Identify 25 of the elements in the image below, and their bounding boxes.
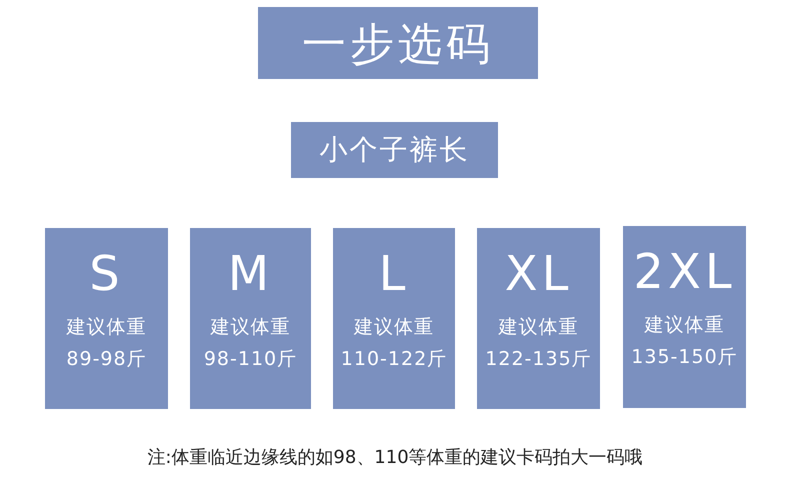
weight-range: 89-98斤 bbox=[65, 347, 148, 372]
size-letter: L bbox=[378, 246, 410, 302]
footnote: 注:体重临近边缘线的如98、110等体重的建议卡码拍大一码哦 bbox=[146, 446, 644, 469]
weight-label: 建议体重 bbox=[65, 315, 148, 340]
weight-label: 建议体重 bbox=[352, 315, 435, 340]
size-letter: S bbox=[88, 246, 125, 302]
subtitle-box bbox=[291, 122, 498, 178]
title-text: 小个子裤长 bbox=[318, 132, 470, 168]
title-box bbox=[258, 7, 538, 79]
size-card bbox=[190, 228, 311, 409]
weight-range: 122-135斤 bbox=[484, 347, 593, 372]
size-card bbox=[333, 228, 455, 409]
size-letter: 2XL bbox=[632, 244, 737, 300]
weight-range: 135-150斤 bbox=[630, 345, 739, 370]
size-letter: XL bbox=[504, 246, 574, 302]
weight-range: 98-110斤 bbox=[202, 347, 298, 372]
weight-range: 110-122斤 bbox=[340, 347, 448, 372]
size-card bbox=[45, 228, 168, 409]
weight-label: 建议体重 bbox=[497, 315, 580, 340]
weight-label: 建议体重 bbox=[209, 315, 292, 340]
weight-label: 建议体重 bbox=[643, 313, 726, 338]
size-letter: M bbox=[226, 246, 274, 302]
title-text: 一步选码 bbox=[301, 18, 495, 72]
size-card bbox=[623, 226, 746, 408]
size-card bbox=[477, 228, 600, 409]
